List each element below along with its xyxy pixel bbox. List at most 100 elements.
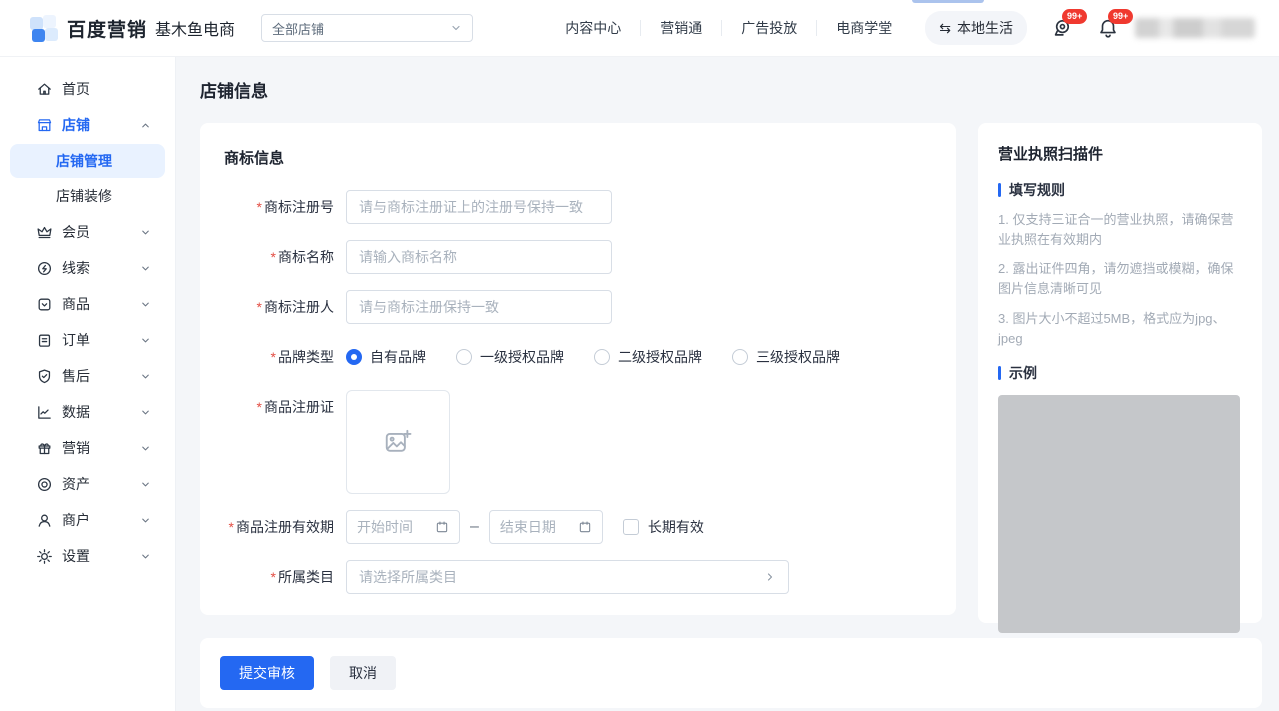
sidebar-item-aftersale[interactable]: 售后 xyxy=(0,358,175,394)
announcement-button[interactable]: 99+ xyxy=(1051,9,1088,39)
date-range-separator: – xyxy=(470,518,479,535)
sidebar-item-label: 数据 xyxy=(62,404,90,420)
field-label-registrant: *商标注册人 xyxy=(256,299,334,315)
notification-button[interactable]: 99+ xyxy=(1097,9,1134,39)
checkbox-icon xyxy=(622,519,639,535)
swap-icon: ⇆ xyxy=(939,19,951,36)
page-title: 店铺信息 xyxy=(200,82,268,101)
sidebar-item-label: 店铺 xyxy=(62,117,90,133)
chevron-down-icon xyxy=(450,22,462,34)
field-label-name: *商标名称 xyxy=(270,249,334,265)
radio-selected-icon xyxy=(346,349,362,365)
target-icon xyxy=(36,476,53,493)
sidebar-item-shop-decoration[interactable]: 店铺装修 xyxy=(10,179,165,213)
sidebar-item-label: 商品 xyxy=(62,296,90,312)
chevron-down-icon xyxy=(140,479,151,490)
rule-item: 1. 仅支持三证合一的营业执照，请确保营业执照在有效期内 xyxy=(998,212,1234,248)
chevron-down-icon xyxy=(140,335,151,346)
user-name-blurred[interactable] xyxy=(1135,18,1255,38)
aside-title: 营业执照扫描件 xyxy=(998,146,1104,163)
radio-own-brand[interactable]: 自有品牌 xyxy=(346,347,426,367)
store-select[interactable]: 全部店铺 xyxy=(261,14,474,42)
sidebar-item-label: 首页 xyxy=(62,81,90,97)
cancel-button[interactable]: 取消 xyxy=(330,656,396,690)
cutoff-tooltip-edge xyxy=(912,0,984,3)
home-icon xyxy=(36,81,53,98)
rules-section-header: 填写规则 xyxy=(998,180,1242,200)
sidebar: 首页 店铺 店铺管理 店铺装修 会员 xyxy=(0,57,176,711)
crown-icon xyxy=(36,224,53,241)
sidebar-item-data[interactable]: 数据 xyxy=(0,394,175,430)
upload-certificate-button[interactable] xyxy=(346,390,450,494)
sidebar-item-shop[interactable]: 店铺 xyxy=(0,107,175,143)
chevron-down-icon xyxy=(140,371,151,382)
main-content: 店铺信息 商标信息 *商标注册号 *商标名称 *商标注册人 *品 xyxy=(176,57,1279,711)
nav-marketing-tool[interactable]: 营销通 xyxy=(640,20,721,36)
sidebar-item-leads[interactable]: 线索 xyxy=(0,250,175,286)
chevron-down-icon xyxy=(140,551,151,562)
field-label-category: *所属类目 xyxy=(270,569,334,585)
brand-subtitle: 基木鱼电商 xyxy=(155,22,236,39)
example-image-placeholder xyxy=(998,394,1240,633)
radio-icon xyxy=(732,349,748,365)
field-label-reg-cert: *商品注册证 xyxy=(256,399,334,415)
trademark-name-input[interactable] xyxy=(346,240,612,274)
sidebar-item-label: 订单 xyxy=(62,332,90,348)
sidebar-item-shop-management[interactable]: 店铺管理 xyxy=(10,144,165,178)
leads-icon xyxy=(36,260,53,277)
nav-local-life-label: 本地生活 xyxy=(957,20,1013,36)
action-bar: 提交审核 取消 xyxy=(200,638,1262,708)
sidebar-item-marketing[interactable]: 营销 xyxy=(0,430,175,466)
long-term-valid-checkbox[interactable]: 长期有效 xyxy=(622,517,704,537)
sidebar-item-label: 商户 xyxy=(62,512,90,528)
nav-ad-delivery[interactable]: 广告投放 xyxy=(721,20,816,36)
sidebar-item-goods[interactable]: 商品 xyxy=(0,286,175,322)
sidebar-item-label: 店铺管理 xyxy=(56,153,112,169)
chevron-up-icon xyxy=(140,120,151,131)
user-icon xyxy=(36,512,53,529)
goods-icon xyxy=(36,296,53,313)
top-header: 百度营销 基木鱼电商 全部店铺 内容中心 营销通 广告投放 电商学堂 ⇆ 本地生… xyxy=(0,0,1279,57)
sidebar-item-merchant[interactable]: 商户 xyxy=(0,502,175,538)
sidebar-item-orders[interactable]: 订单 xyxy=(0,322,175,358)
trademark-registrant-input[interactable] xyxy=(346,290,612,324)
radio-level1-auth-brand[interactable]: 一级授权品牌 xyxy=(456,347,564,367)
sidebar-item-label: 线索 xyxy=(62,260,90,276)
sidebar-item-assets[interactable]: 资产 xyxy=(0,466,175,502)
radio-level2-auth-brand[interactable]: 二级授权品牌 xyxy=(594,347,702,367)
store-select-value: 全部店铺 xyxy=(272,21,325,37)
example-section-header: 示例 xyxy=(998,363,1242,383)
end-date-picker[interactable]: 结束日期 xyxy=(488,510,603,544)
baidu-marketing-logo-icon xyxy=(30,14,58,42)
calendar-icon xyxy=(578,520,592,534)
announcement-badge: 99+ xyxy=(1062,9,1088,24)
sidebar-item-settings[interactable]: 设置 xyxy=(0,538,175,574)
sidebar-item-label: 营销 xyxy=(62,440,90,456)
brand-title: 百度营销 xyxy=(67,19,148,41)
sidebar-item-home[interactable]: 首页 xyxy=(0,71,175,107)
nav-content-center[interactable]: 内容中心 xyxy=(565,20,622,36)
chevron-down-icon xyxy=(140,299,151,310)
sidebar-item-members[interactable]: 会员 xyxy=(0,214,175,250)
nav-ecommerce-school[interactable]: 电商学堂 xyxy=(816,20,911,36)
category-select[interactable]: 请选择所属类目 xyxy=(346,560,789,594)
gear-icon xyxy=(36,548,53,565)
submit-review-button[interactable]: 提交审核 xyxy=(220,656,314,690)
trademark-reg-no-input[interactable] xyxy=(346,190,612,224)
calendar-icon xyxy=(435,520,449,534)
radio-level3-auth-brand[interactable]: 三级授权品牌 xyxy=(732,347,840,367)
start-date-picker[interactable]: 开始时间 xyxy=(346,510,460,544)
chevron-down-icon xyxy=(140,515,151,526)
field-label-reg-no: *商标注册号 xyxy=(256,199,334,215)
radio-icon xyxy=(594,349,610,365)
shop-icon xyxy=(36,117,53,134)
section-title: 商标信息 xyxy=(224,150,285,167)
sidebar-item-label: 店铺装修 xyxy=(56,188,112,204)
top-nav: 内容中心 营销通 广告投放 电商学堂 ⇆ 本地生活 99+ 99+ xyxy=(546,9,1255,45)
trademark-form-card: 商标信息 *商标注册号 *商标名称 *商标注册人 *品牌类型 xyxy=(200,123,956,615)
section-marker xyxy=(998,183,1001,197)
section-marker xyxy=(998,365,1001,380)
radio-icon xyxy=(456,349,472,365)
nav-local-life[interactable]: ⇆ 本地生活 xyxy=(925,11,1027,45)
chevron-down-icon xyxy=(140,227,151,238)
